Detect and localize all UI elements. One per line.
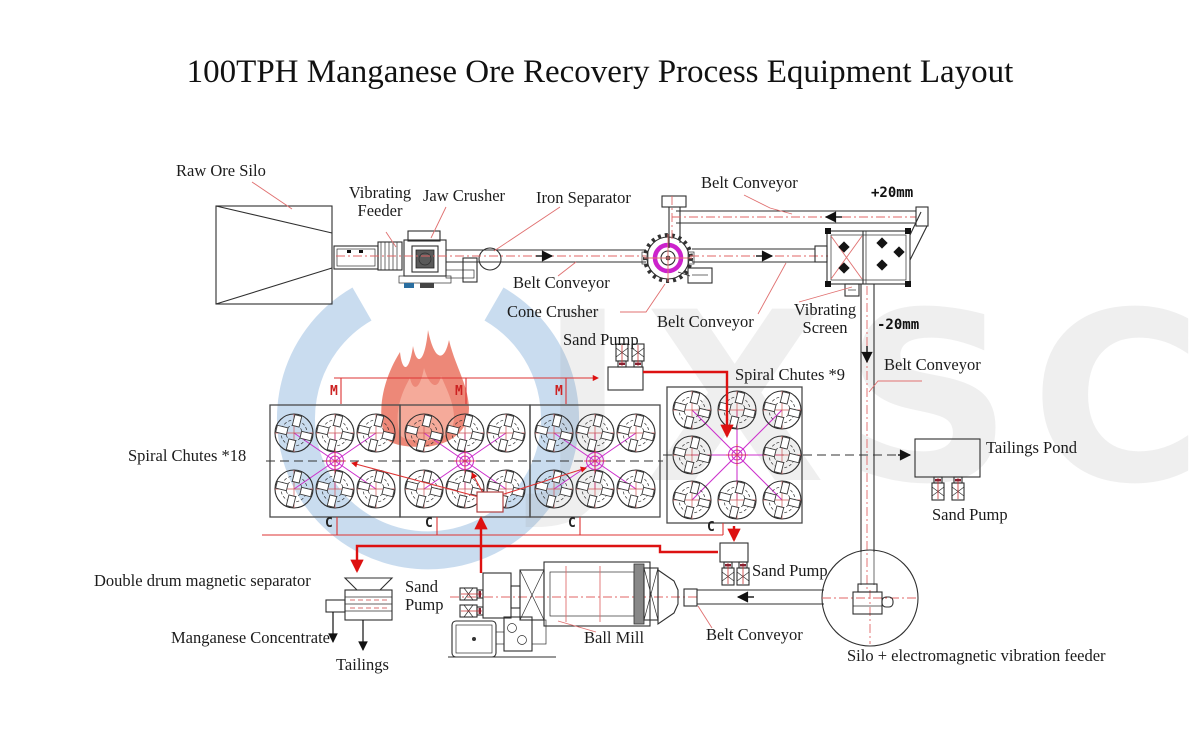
label-belt-conveyor-2: Belt Conveyor: [657, 312, 754, 331]
watermark-brand-text: JXSC: [525, 263, 1200, 536]
silo-feeder-drawing: [821, 549, 919, 647]
label-spiral-chutes-18: Spiral Chutes *18: [128, 446, 247, 465]
belt-conveyor-1-drawing: [336, 249, 646, 263]
label-c-2: C: [425, 516, 433, 531]
label-m-1: M: [330, 384, 338, 399]
label-c-1: C: [325, 516, 333, 531]
belt-conveyor-bottom-drawing: [683, 588, 824, 607]
concentrate-manifold: [262, 517, 724, 536]
label-sand-pump-top: Sand Pump: [563, 330, 639, 349]
leader-lines: [251, 181, 922, 633]
label-manganese-concentrate: Manganese Concentrate: [171, 628, 330, 647]
label-ball-mill: Ball Mill: [584, 628, 645, 647]
cone-crusher-drawing: [641, 233, 713, 284]
sand-pump-top-drawing: [607, 343, 734, 439]
label-iron-separator: Iron Separator: [536, 188, 631, 207]
diagram-title: 100TPH Manganese Ore Recovery Process Eq…: [186, 54, 1014, 90]
ball-mill-drawing: [448, 561, 700, 658]
label-c-3: C: [568, 516, 576, 531]
label-belt-conveyor-1: Belt Conveyor: [513, 273, 610, 292]
label-minus-20mm: -20mm: [877, 317, 920, 333]
label-m-3: M: [555, 384, 563, 399]
spiral-chutes-9-drawing: [663, 386, 912, 524]
label-belt-conveyor-top: Belt Conveyor: [701, 173, 798, 192]
label-tailings: Tailings: [336, 655, 389, 674]
label-sand-pump-9: Sand Pump: [752, 561, 828, 580]
label-cone-crusher: Cone Crusher: [507, 302, 599, 321]
label-jaw-crusher: Jaw Crusher: [423, 186, 506, 205]
spiral-chutes-18-drawing: [266, 404, 663, 518]
sand-pump-9-drawing: [350, 526, 750, 586]
belt-conveyor-top-drawing: [661, 195, 929, 248]
label-spiral-chutes-9: Spiral Chutes *9: [735, 365, 845, 384]
belt-conveyor-right-drawing: [860, 284, 875, 590]
double-drum-separator-drawing: [325, 577, 394, 651]
label-belt-conveyor-right: Belt Conveyor: [884, 355, 981, 374]
watermark: JXSC: [277, 263, 1200, 570]
label-plus-20mm: +20mm: [871, 185, 914, 201]
label-vibrating-screen: Vibrating Screen: [793, 300, 857, 338]
raw-ore-silo-drawing: [215, 205, 333, 305]
label-silo-feeder: Silo + electromagnetic vibration feeder: [847, 646, 1106, 665]
label-sand-pump-mill: Sand Pump: [405, 577, 444, 615]
label-vibrating-feeder: Vibrating Feeder: [348, 183, 412, 221]
middlings-manifold: [334, 374, 599, 404]
label-tailings-pond: Tailings Pond: [986, 438, 1077, 457]
jaw-crusher-drawing: [398, 230, 478, 288]
slurry-distributor-drawing: [351, 461, 587, 573]
belt-conveyor-2-drawing: [690, 245, 828, 263]
label-sand-pump-right: Sand Pump: [932, 505, 1008, 524]
label-double-drum-separator: Double drum magnetic separator: [94, 571, 311, 590]
tailings-pond-drawing: [914, 438, 981, 501]
label-raw-ore-silo: Raw Ore Silo: [176, 161, 266, 180]
label-c-4: C: [707, 520, 715, 535]
vibrating-screen-drawing: [825, 211, 928, 297]
label-belt-conveyor-bottom: Belt Conveyor: [706, 625, 803, 644]
label-m-2: M: [455, 384, 463, 399]
iron-separator-drawing: [478, 247, 502, 271]
